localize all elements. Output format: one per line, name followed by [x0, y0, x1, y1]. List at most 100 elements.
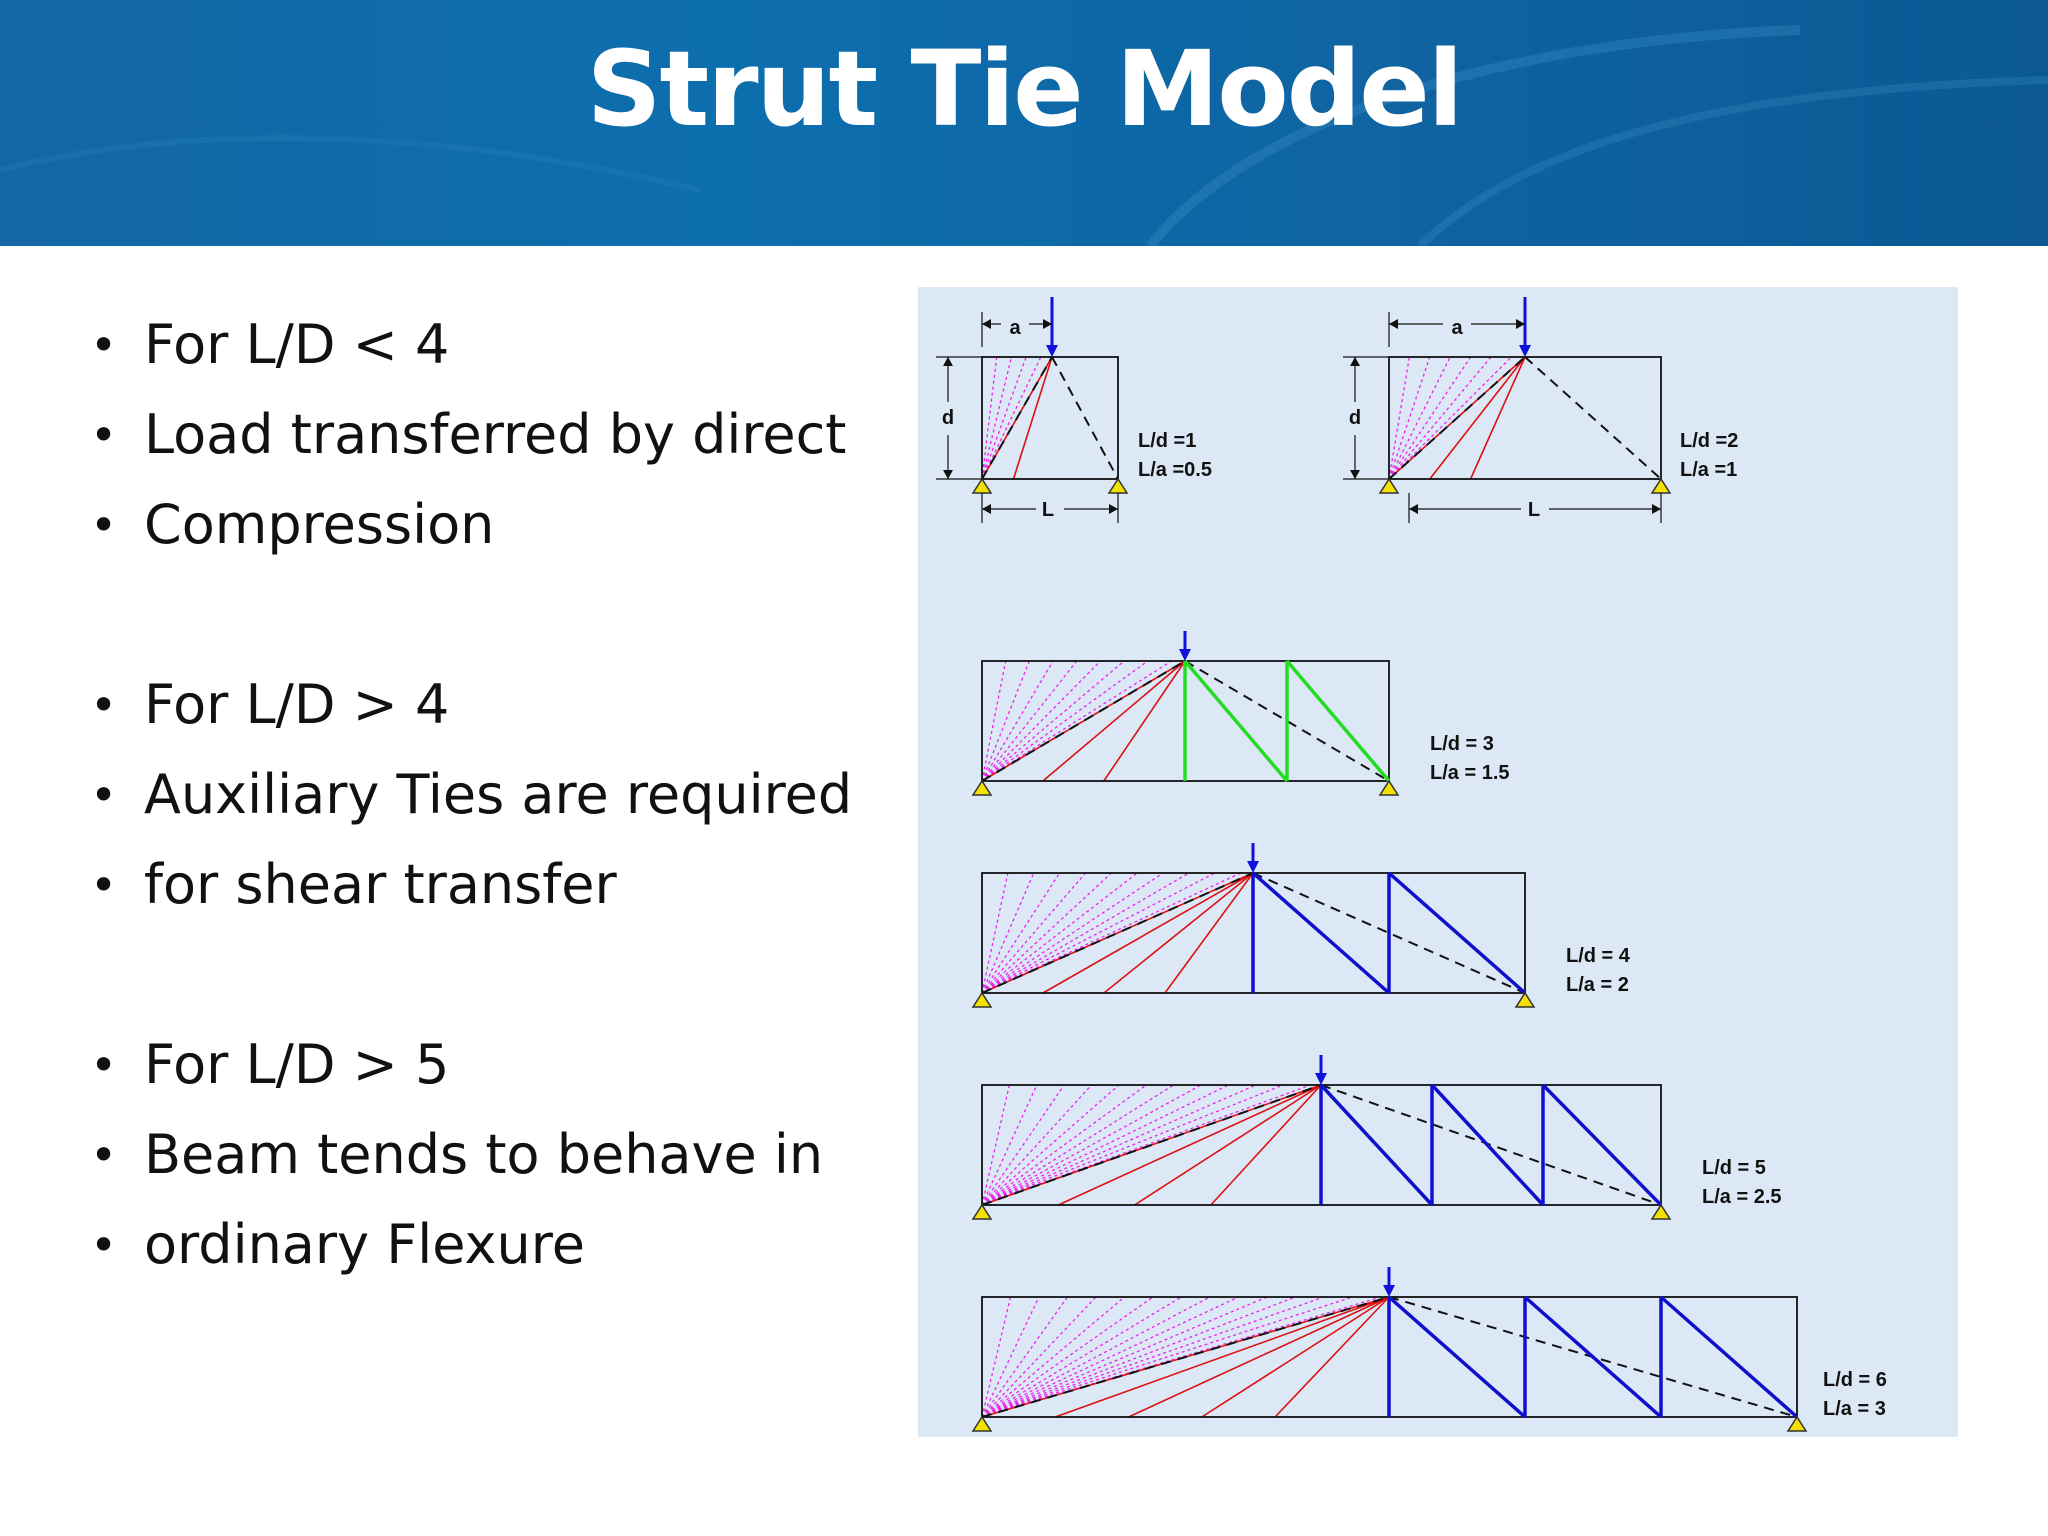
- beam-4-ld-label: L/d = 4: [1566, 945, 1631, 967]
- fan-strut: [981, 1084, 1284, 1206]
- direct-strut: [1042, 872, 1254, 994]
- beam-outline: [981, 356, 1119, 480]
- fan-strut: [981, 1084, 1065, 1206]
- fan-strut: [981, 1084, 1093, 1206]
- bullet-item: Load transferred by direct: [90, 390, 890, 480]
- fan-strut: [981, 660, 1007, 782]
- dim-arrow: [1409, 504, 1418, 514]
- fan-strut: [981, 872, 1216, 994]
- tie-diagonal: [1319, 1083, 1434, 1207]
- support-left: [1378, 477, 1400, 494]
- beam-2-dim-l-label: L: [1528, 499, 1540, 521]
- fan-strut: [981, 1084, 1311, 1206]
- fan-strut: [981, 1296, 1040, 1418]
- compression-strut-left: [1388, 356, 1526, 480]
- tie-diagonal: [1523, 1295, 1663, 1419]
- tie-diagonal: [1183, 659, 1289, 783]
- tie-diagonal: [1251, 871, 1391, 995]
- dim-arrow: [982, 319, 991, 329]
- direct-strut: [1164, 872, 1254, 994]
- bullet-item: for shear transfer: [90, 840, 890, 930]
- support-right: [1514, 991, 1536, 1008]
- compression-strut-right: [1184, 660, 1390, 782]
- fan-strut: [1388, 356, 1411, 480]
- dim-arrow: [1109, 504, 1118, 514]
- fan-strut: [981, 872, 1009, 994]
- fan-strut: [981, 1084, 1011, 1206]
- fan-strut: [981, 872, 1138, 994]
- direct-strut: [1469, 356, 1526, 480]
- fan-strut: [981, 1296, 1353, 1418]
- support-left: [971, 1203, 993, 1220]
- beam-5-ld-label: L/d = 5: [1702, 1157, 1766, 1179]
- fan-strut: [981, 1084, 1120, 1206]
- beam-6: [971, 1267, 1808, 1432]
- fan-strut: [981, 1296, 1154, 1418]
- beam-1-dimensions: [936, 312, 1119, 523]
- compression-strut-right: [1320, 1084, 1662, 1206]
- compression-strut-right: [1051, 356, 1119, 480]
- beam-2-la-label: L/a =1: [1680, 459, 1737, 481]
- bullet-item: Beam tends to behave in: [90, 1110, 890, 1200]
- support-right: [1650, 1203, 1672, 1220]
- fan-strut: [981, 1084, 1038, 1206]
- bullet-item: ordinary Flexure: [90, 1200, 890, 1290]
- fan-strut: [981, 660, 1172, 782]
- beam-2-dim-a-label: a: [1451, 317, 1463, 339]
- tie-diagonal: [1541, 1083, 1663, 1207]
- beam-1-la-label: L/a =0.5: [1138, 459, 1212, 481]
- fan-strut: [981, 660, 1149, 782]
- compression-strut-left: [981, 356, 1053, 480]
- fan-strut: [981, 1296, 1097, 1418]
- fan-strut: [981, 1296, 1068, 1418]
- slide-title: Strut Tie Model: [586, 28, 1464, 150]
- fan-strut: [981, 1296, 1239, 1418]
- dim-arrow: [982, 504, 991, 514]
- beam-2: [1378, 297, 1672, 494]
- fan-strut: [981, 660, 1054, 782]
- direct-strut: [1429, 356, 1526, 480]
- bullet-item: Auxiliary Ties are required: [90, 750, 890, 840]
- bullet-item: For L/D > 4: [90, 660, 890, 750]
- support-left: [971, 1415, 993, 1432]
- fan-strut: [981, 872, 1035, 994]
- strut-tie-diagram-panel: L/d =1 L/a =0.5 L/d =2 L/a =1 L/d = 3 L/…: [918, 287, 1958, 1437]
- beam-5-la-label: L/a = 2.5: [1702, 1186, 1782, 1208]
- direct-strut: [1128, 1296, 1390, 1418]
- direct-strut: [1134, 1084, 1322, 1206]
- bullet-item: For L/D > 5: [90, 1020, 890, 1110]
- direct-strut: [1103, 660, 1186, 782]
- direct-strut: [1012, 356, 1053, 480]
- tie-diagonal: [1285, 659, 1391, 783]
- fan-strut: [981, 872, 1190, 994]
- tie-diagonal: [1430, 1083, 1545, 1207]
- beam-6-la-label: L/a = 3: [1823, 1398, 1886, 1420]
- support-left: [971, 779, 993, 796]
- beam-1-dim-d-label: d: [942, 407, 954, 429]
- beam-1-ld-label: L/d =1: [1138, 430, 1196, 452]
- fan-strut: [1388, 356, 1451, 480]
- fan-strut: [981, 356, 1013, 480]
- dim-arrow: [1652, 504, 1661, 514]
- direct-strut: [1042, 660, 1186, 782]
- fan-strut: [981, 1084, 1147, 1206]
- load-arrow-head: [1179, 649, 1191, 661]
- tie-diagonal: [1387, 1295, 1527, 1419]
- fan-strut: [981, 660, 1078, 782]
- bullet-item: For L/D < 4: [90, 300, 890, 390]
- fan-strut: [981, 1084, 1175, 1206]
- fan-strut: [981, 1296, 1211, 1418]
- strut-tie-diagram: L/d =1 L/a =0.5 L/d =2 L/a =1 L/d = 3 L/…: [936, 297, 1887, 1432]
- compression-strut-left: [981, 1084, 1322, 1206]
- fan-strut: [981, 1296, 1125, 1418]
- beam-3-ld-label: L/d = 3: [1430, 733, 1494, 755]
- beam-2-dim-d-label: d: [1349, 407, 1361, 429]
- direct-strut: [981, 872, 1254, 994]
- fan-strut: [981, 872, 1086, 994]
- dim-arrow: [1350, 470, 1360, 479]
- beam-6-ld-label: L/d = 6: [1823, 1369, 1887, 1391]
- compression-strut-left: [981, 1296, 1390, 1418]
- load-arrow-head: [1046, 345, 1058, 357]
- fan-strut: [981, 356, 1027, 480]
- beam-5: [971, 1055, 1672, 1220]
